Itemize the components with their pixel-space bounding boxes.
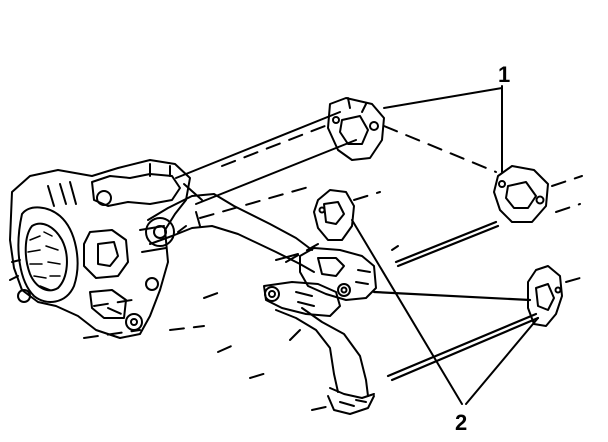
- callout-label-1: 1: [498, 62, 511, 87]
- oil-pump-body: [9, 159, 191, 339]
- gasket-lower: [527, 265, 563, 327]
- upper-oil-tube: [175, 111, 357, 205]
- lower-pickup-pipe: [275, 307, 375, 415]
- callout-label-2: 2: [455, 410, 468, 435]
- gasket-upper: [493, 165, 549, 223]
- bolts: [372, 220, 540, 382]
- bracket-assembly: [263, 247, 377, 317]
- gasket-middle: [313, 189, 355, 241]
- leader-lines: [351, 85, 539, 405]
- tube-flange-left: [327, 97, 385, 161]
- alignment-lines: [83, 123, 583, 411]
- pickup-arm: [145, 193, 315, 273]
